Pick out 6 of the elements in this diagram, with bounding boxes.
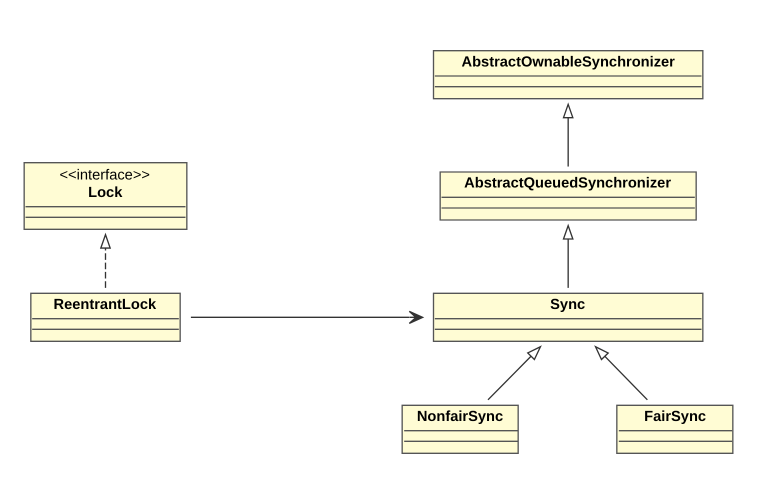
arrow — [190, 310, 424, 324]
arrow — [594, 344, 648, 400]
arrow — [100, 232, 112, 288]
arrow — [562, 223, 574, 288]
arrow — [562, 102, 574, 166]
arrow — [488, 344, 542, 400]
